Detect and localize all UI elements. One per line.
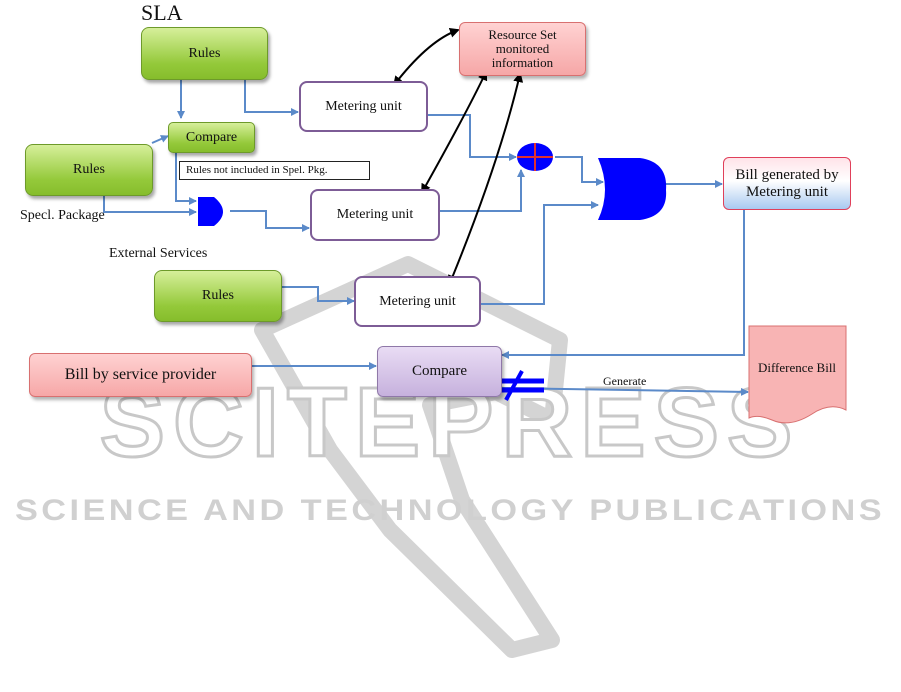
metering-unit-1: Metering unit [299,81,428,132]
metering-unit-3: Metering unit [354,276,481,327]
wire-or-to-meter2 [230,210,310,232]
difference-bill-shape [748,325,847,424]
bill-generated-box: Bill generated by Metering unit [723,157,851,210]
wire-billgen-to-compare [501,209,745,359]
rules-sla-box: Rules [141,27,268,80]
external-services-label: External Services [109,246,208,261]
spcl-package-label: Specl. Package [20,208,105,223]
wire-meter3-to-gate [480,201,599,305]
rules-external-box: Rules [154,270,282,322]
metering-unit-2: Metering unit [310,189,440,241]
generate-label: Generate [603,374,647,388]
wire-compare-to-or [175,152,197,205]
link-resource-meter3 [448,72,524,286]
watermark-book-shape [254,256,568,658]
note-rules-not-included: Rules not included in Spel. Pkg. [179,161,370,180]
wire-xor-to-gate [555,156,604,186]
compare-bottom-box: Compare [377,346,502,397]
wire-pkg-to-or [103,196,197,216]
wire-rules-ext-to-meter3 [282,286,355,305]
wire-rules-to-meter1 [244,80,299,116]
link-resource-meter1 [393,27,460,87]
difference-bill-label: Difference Bill [757,359,837,375]
rules-package-box: Rules [25,144,153,196]
xor-symbol [517,143,553,171]
link-resource-meter2 [421,70,488,194]
diagram-title: SLA [141,0,183,25]
watermark-tagline: SCIENCE AND TECHNOLOGY PUBLICATIONS [15,494,885,527]
or-gate-large [598,158,667,220]
and-gate-small [198,197,223,226]
compare-top-box: Compare [168,122,255,153]
wire-pkg-to-compare [151,135,169,144]
resource-set-box: Resource Set monitored information [459,22,586,76]
bill-by-provider-box: Bill by service provider [29,353,252,397]
